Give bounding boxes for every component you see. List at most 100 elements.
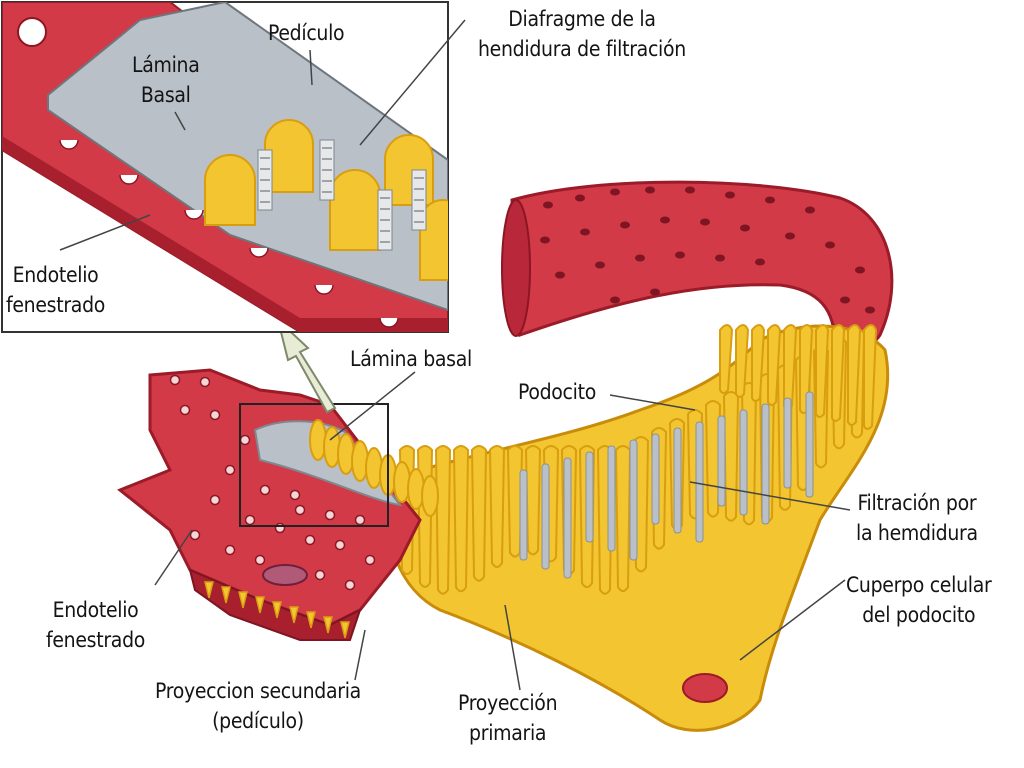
label-proyeccion-secundaria-line2: (pedículo) — [212, 709, 304, 733]
underside-foot-processes — [204, 581, 350, 639]
label-proyeccion-primaria: Proyección primaria — [458, 688, 558, 748]
zoom-region-box — [239, 403, 389, 527]
label-proyeccion-primaria-line2: primaria — [469, 721, 547, 745]
foot-process — [470, 445, 488, 582]
leader-inset-lamina — [174, 111, 186, 131]
foot-process — [751, 324, 766, 402]
label-endotelio: Endotelio fenestrado — [46, 595, 145, 655]
leader-inset-endotelio — [59, 214, 151, 251]
capillary-wall — [510, 180, 894, 351]
underside-foot-process — [221, 586, 231, 604]
foot-process — [488, 445, 506, 568]
foot-process — [722, 391, 740, 522]
inset-pedicel — [329, 169, 381, 251]
lower-foot-process — [421, 475, 439, 517]
inset-slit-diaphragm — [319, 139, 335, 201]
capillary-pore — [610, 188, 620, 196]
foot-process — [767, 324, 782, 406]
capillary-pore — [825, 241, 835, 249]
foot-process — [704, 400, 722, 518]
foot-process — [614, 445, 632, 593]
capillary-pore — [855, 266, 865, 274]
capillary-pore — [610, 296, 620, 304]
fenestra — [354, 514, 366, 526]
filtration-slit — [761, 403, 770, 525]
label-endotelio-line2: fenestrado — [46, 628, 146, 652]
leader-podocito — [609, 394, 696, 411]
capillary-pore — [620, 221, 630, 229]
capillary-pore — [575, 194, 585, 202]
underside-foot-process — [340, 621, 350, 639]
filtration-slit — [585, 451, 594, 543]
leader-proy-secundaria — [354, 629, 366, 681]
fenestra — [294, 504, 306, 516]
capillary-pore — [805, 206, 815, 214]
foot-process — [815, 324, 830, 418]
leader-diafragma — [359, 19, 466, 146]
foot-process — [863, 324, 878, 430]
label-inset-lamina-basal-line1: Lámina — [132, 53, 200, 77]
filtration-slit — [563, 457, 572, 579]
capillary-pores — [540, 186, 875, 314]
label-inset-endotelio-line1: Endotelio — [12, 263, 99, 287]
foot-process — [719, 324, 734, 394]
fenestra — [244, 514, 256, 526]
inset-pedicel — [419, 199, 448, 281]
fenestrated-endothelium — [117, 368, 439, 641]
foot-process — [831, 324, 846, 422]
fenestra — [224, 544, 236, 556]
capillary-opening — [501, 199, 531, 337]
inset-pedicel — [204, 154, 256, 226]
fenestra — [259, 484, 271, 496]
inset-pedicel — [264, 119, 314, 193]
inset-slit-diaphragm — [257, 149, 273, 211]
label-cuerpo-celular: Cuperpo celular del podocito — [846, 570, 992, 630]
fenestra — [334, 539, 346, 551]
fenestra — [239, 434, 251, 446]
underside-foot-process — [306, 611, 316, 629]
capillary-pore — [555, 271, 565, 279]
filtration-slit — [783, 397, 792, 489]
capillary-pore — [840, 296, 850, 304]
capillary-pore — [660, 216, 670, 224]
capillary-pore — [725, 191, 735, 199]
fenestra — [209, 494, 221, 506]
foot-process — [735, 324, 750, 398]
fenestra — [314, 569, 326, 581]
label-lamina-basal: Lámina basal — [350, 347, 472, 371]
filtration-slit — [739, 409, 748, 516]
fenestra — [344, 579, 356, 591]
zoom-callout-arrow — [276, 316, 337, 414]
capillary-pore — [785, 232, 795, 240]
fenestra — [304, 534, 316, 546]
filtration-slit — [717, 415, 726, 507]
inset-notch — [59, 139, 79, 150]
label-proyeccion-secundaria: Proyeccion secundaria (pedículo) — [155, 676, 361, 736]
fenestra — [199, 376, 211, 388]
label-proyeccion-secundaria-line1: Proyeccion secundaria — [155, 679, 361, 703]
inset-fenestra — [17, 17, 47, 47]
leader-filtracion — [689, 481, 851, 511]
label-filtracion: Filtración por la hemdidura — [856, 488, 978, 548]
label-diafragma: Diafragme de la hendidura de filtración — [478, 4, 686, 64]
filtration-slit — [673, 427, 682, 534]
underside-foot-process — [289, 606, 299, 624]
underside-foot-process — [323, 616, 333, 634]
capillary-pore — [675, 251, 685, 259]
fenestra — [179, 404, 191, 416]
label-podocito: Podocito — [518, 380, 596, 404]
filtration-slit — [695, 421, 704, 543]
fenestra — [209, 409, 221, 421]
inset-slit-diaphragm — [377, 189, 393, 251]
label-diafragma-line1: Diafragme de la — [508, 7, 656, 31]
filtration-slit — [805, 391, 814, 498]
underside-foot-process — [204, 581, 214, 599]
filtration-slit — [541, 463, 550, 570]
foot-process — [434, 445, 452, 595]
label-cuerpo-celular-line2: del podocito — [862, 603, 976, 627]
fenestra — [364, 554, 376, 566]
label-inset-lamina-basal: Lámina Basal — [132, 50, 200, 110]
label-proyeccion-primaria-line1: Proyección — [458, 691, 558, 715]
inset-notch — [379, 317, 399, 328]
